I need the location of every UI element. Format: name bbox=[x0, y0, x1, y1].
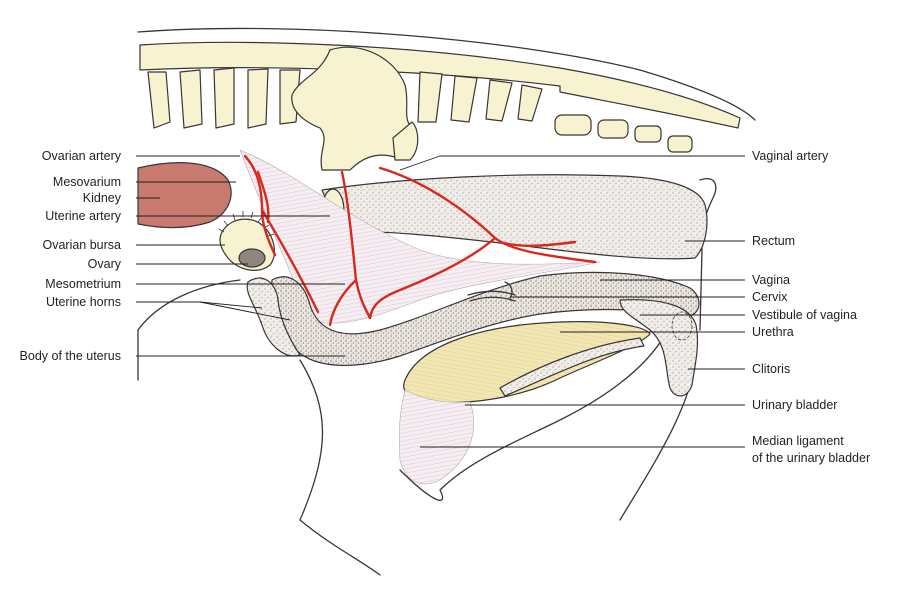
label-vagina: Vagina bbox=[752, 273, 790, 287]
vertebral-spinous-processes bbox=[147, 67, 693, 153]
uterine-artery-to-horn bbox=[260, 208, 320, 314]
kidney-organ bbox=[137, 162, 232, 229]
cervix-folds bbox=[467, 281, 516, 302]
label-median-ligament-2: of the urinary bladder bbox=[752, 451, 870, 465]
label-clitoris: Clitoris bbox=[752, 362, 790, 376]
labels-left: Ovarian artery Mesovarium Kidney Uterine… bbox=[20, 149, 122, 363]
leader-lines-right bbox=[399, 155, 745, 448]
vaginal-artery-down bbox=[368, 236, 497, 320]
uterine-artery-vessel bbox=[340, 170, 372, 320]
urethra-organ bbox=[499, 337, 645, 397]
sacrum bbox=[291, 46, 413, 171]
label-urinary-bladder: Urinary bladder bbox=[752, 398, 837, 412]
label-cervix: Cervix bbox=[752, 290, 788, 304]
leader-lines-left bbox=[136, 155, 345, 357]
label-ovarian-artery: Ovarian artery bbox=[42, 149, 122, 163]
label-uterine-horns: Uterine horns bbox=[46, 295, 121, 309]
label-urethra: Urethra bbox=[752, 325, 794, 339]
label-vaginal-artery: Vaginal artery bbox=[752, 149, 829, 163]
label-mesovarium: Mesovarium bbox=[53, 175, 121, 189]
fimbriae bbox=[218, 211, 275, 237]
ovary-organ bbox=[238, 248, 266, 268]
pelvic-bone-end bbox=[392, 121, 419, 161]
label-mesometrium: Mesometrium bbox=[45, 277, 121, 291]
label-vestibule: Vestibule of vagina bbox=[752, 308, 857, 322]
ovarian-artery-branch bbox=[256, 170, 270, 224]
label-kidney: Kidney bbox=[83, 191, 122, 205]
label-uterine-artery: Uterine artery bbox=[45, 209, 121, 223]
uterus-organ bbox=[271, 271, 700, 367]
label-rectum: Rectum bbox=[752, 234, 795, 248]
label-ovary: Ovary bbox=[88, 257, 122, 271]
label-body-of-uterus: Body of the uterus bbox=[20, 349, 121, 363]
labels-right: Vaginal artery Rectum Vagina Cervix Vest… bbox=[752, 149, 870, 465]
rectum-organ bbox=[321, 174, 708, 260]
vertebral-column bbox=[139, 41, 741, 171]
median-ligament-tissue bbox=[398, 389, 474, 485]
ovary-and-bursa bbox=[218, 211, 276, 271]
uterine-artery-branch bbox=[328, 278, 358, 327]
vaginal-artery-caudal bbox=[498, 240, 577, 247]
label-median-ligament: Median ligament bbox=[752, 434, 844, 448]
clitoris-fossa bbox=[671, 311, 693, 341]
body-outline bbox=[137, 27, 756, 576]
label-ovarian-bursa: Ovarian bursa bbox=[42, 238, 121, 252]
arteries bbox=[243, 154, 597, 327]
vestibule-organ bbox=[619, 299, 699, 397]
